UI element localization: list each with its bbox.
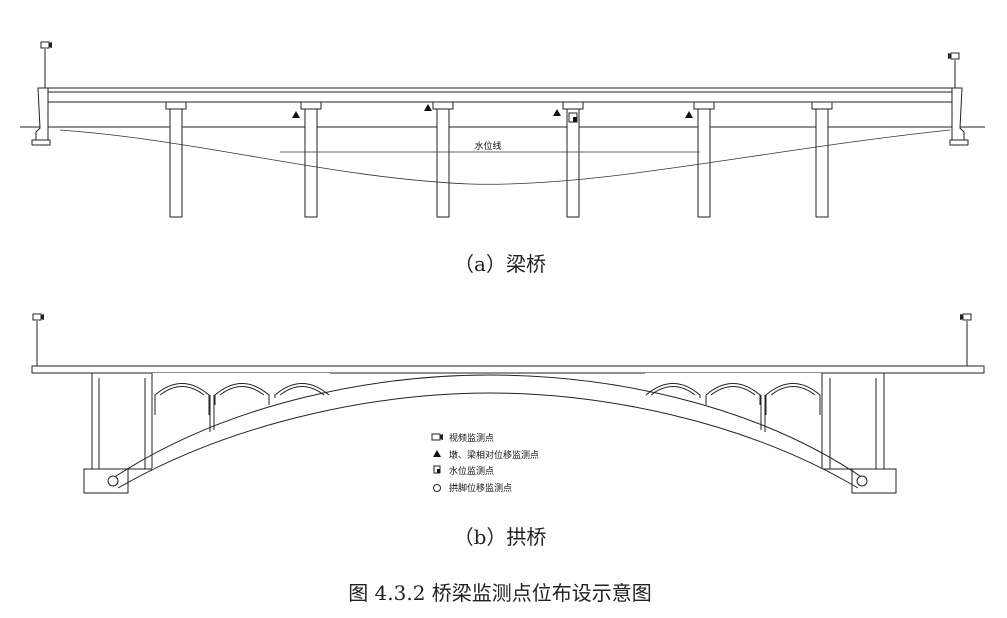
solid-triangle-icon (685, 111, 693, 118)
video-camera-icon (948, 52, 960, 88)
arch-bridge-sublabel: （b）拱桥 (454, 525, 547, 549)
riverbed-line (59, 129, 951, 185)
bridge-deck (47, 87, 953, 103)
spandrel-arches-left (98, 373, 330, 469)
hollow-circle-icon (433, 484, 441, 492)
solid-triangle-icon (292, 111, 300, 118)
legend-label: 水位监测点 (449, 465, 494, 477)
video-camera-icon (40, 41, 52, 88)
hollow-circle-icon (856, 475, 868, 487)
pier (693, 101, 715, 218)
legend: 视频监测点 墩、梁相对位移监测点 水位监测点 拱脚位移监测点 (431, 432, 539, 494)
legend-item: 拱脚位移监测点 (433, 482, 512, 494)
solid-triangle-icon (553, 109, 561, 116)
arch-bridge-diagram: 视频监测点 墩、梁相对位移监测点 水位监测点 拱脚位移监测点 （b）拱桥 (31, 313, 985, 549)
beam-bridge-diagram: 水位线 （a）梁桥 (20, 41, 985, 276)
pier (165, 101, 187, 218)
legend-label: 拱脚位移监测点 (449, 482, 512, 494)
video-camera-icon (32, 313, 44, 366)
video-camera-icon (431, 433, 441, 441)
right-abutment (949, 87, 969, 146)
hollow-circle-icon (107, 475, 119, 487)
beam-bridge-sublabel: （a）梁桥 (454, 252, 546, 276)
legend-item: 视频监测点 (431, 432, 494, 444)
bridge-deck (31, 365, 985, 374)
pier (562, 101, 584, 218)
legend-item: 墩、梁相对位移监测点 (433, 449, 539, 461)
left-abutment (83, 372, 153, 494)
water-level-label: 水位线 (474, 140, 501, 152)
pier (432, 101, 454, 218)
left-abutment (31, 87, 51, 146)
video-camera-icon (960, 313, 972, 366)
spandrel-arches-right (645, 373, 877, 469)
legend-label: 墩、梁相对位移监测点 (449, 449, 539, 461)
pier (811, 101, 833, 218)
solid-triangle-icon (433, 450, 441, 457)
legend-item: 水位监测点 (433, 465, 494, 477)
right-abutment (821, 372, 897, 494)
legend-label: 视频监测点 (449, 432, 494, 444)
water-gauge-icon (568, 112, 578, 123)
main-arch-extrados (109, 374, 867, 481)
solid-triangle-icon (424, 104, 432, 111)
pier (300, 101, 322, 218)
main-arch-intrados (117, 392, 859, 489)
figure-caption: 图 4.3.2 桥梁监测点位布设示意图 (348, 581, 652, 605)
